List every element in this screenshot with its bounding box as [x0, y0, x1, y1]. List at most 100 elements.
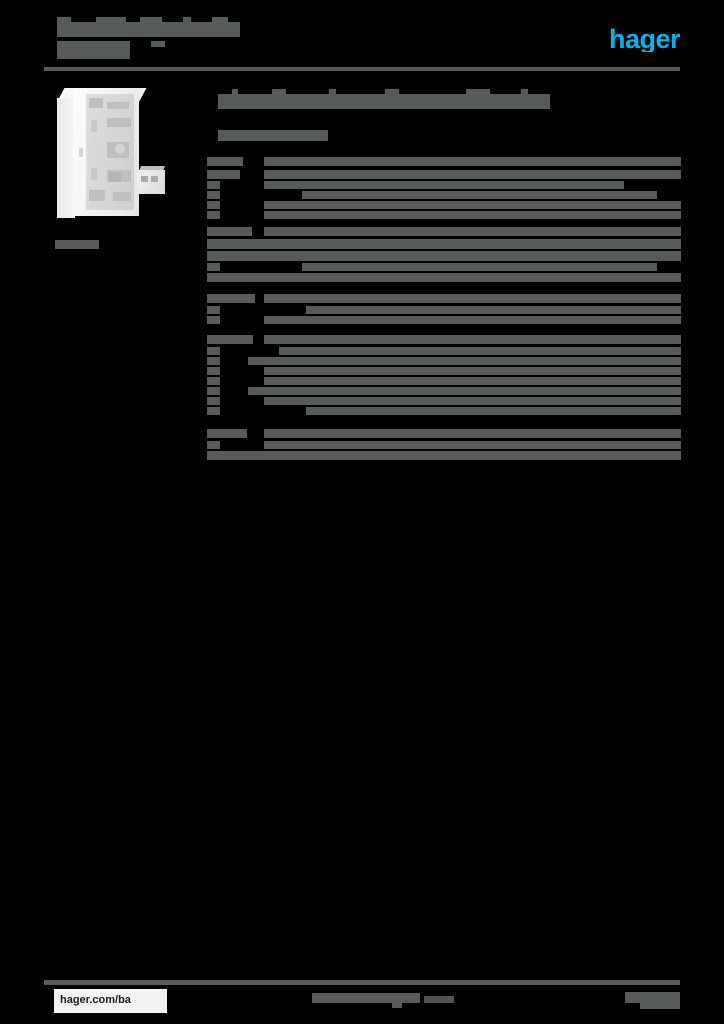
header-divider: [44, 67, 680, 71]
din-rail-3: [107, 118, 131, 127]
knockout-1: [115, 144, 125, 154]
spec-row-value: [306, 407, 681, 415]
spec-row-value: [207, 239, 681, 249]
spec-row-value: [207, 273, 681, 282]
page-title-ascender-2: [272, 89, 286, 94]
page-title: [218, 94, 550, 109]
spec-row-value: [264, 367, 681, 375]
spec-row: [207, 335, 681, 344]
page-header: hager: [0, 0, 724, 78]
spec-row-label: [207, 181, 220, 189]
spec-row-value: [279, 347, 681, 355]
spec-group: [207, 429, 681, 460]
spec-row-label: [207, 357, 220, 365]
page-subtitle: [218, 130, 328, 141]
spec-row-value: [207, 251, 681, 261]
page-title-ascender-3: [329, 89, 336, 94]
spec-row-label: [207, 294, 255, 303]
spec-row-value: [302, 191, 657, 199]
spec-row: [207, 251, 681, 261]
spec-row: [207, 170, 681, 179]
spec-row-value: [264, 157, 681, 166]
footer-right-text: [625, 992, 680, 1003]
spec-row-label: [207, 170, 240, 179]
header-title-ascender-3: [140, 17, 162, 22]
enclosure-side-face: [57, 98, 75, 218]
header-title-ascender-1: [57, 17, 71, 22]
header-title-ascender-4: [183, 17, 191, 22]
spec-row-value: [264, 201, 681, 209]
spec-row: [207, 429, 681, 438]
page-title-ascender-5: [466, 89, 490, 94]
spec-row-label: [207, 407, 220, 415]
din-rail-2: [107, 102, 129, 109]
accessory-body: [137, 170, 165, 194]
spec-row: [207, 306, 681, 314]
header-title-line-2-tail: [151, 41, 165, 47]
spec-row: [207, 441, 681, 449]
spec-group: [207, 157, 681, 219]
spec-row: [207, 157, 681, 166]
footer-center-text-tail: [424, 996, 454, 1003]
spec-row-label: [207, 227, 252, 236]
spec-row-value: [264, 211, 681, 219]
spec-row: [207, 347, 681, 355]
spec-row-label: [207, 211, 220, 219]
footer-center-text: [312, 993, 420, 1003]
spec-row: [207, 367, 681, 375]
spec-row: [207, 239, 681, 249]
spec-row-value: [264, 181, 624, 189]
spec-row: [207, 181, 681, 189]
spec-row-label: [207, 397, 220, 405]
footer-divider: [44, 980, 680, 985]
accessory-contact-2: [151, 176, 158, 182]
product-photo-icon: [55, 84, 170, 234]
header-title-ascender-2: [96, 17, 126, 22]
footer-url-box[interactable]: hager.com/ba: [54, 989, 167, 1013]
spec-row-label: [207, 201, 220, 209]
spec-row-label: [207, 387, 220, 395]
spec-row-value: [264, 170, 681, 179]
spec-row: [207, 191, 681, 199]
spec-row-value: [264, 227, 681, 236]
spec-row-label: [207, 441, 220, 449]
spec-row: [207, 201, 681, 209]
spec-row-label: [207, 335, 253, 344]
spec-group: [207, 294, 681, 324]
spec-row: [207, 316, 681, 324]
spec-row: [207, 377, 681, 385]
spec-row-label: [207, 306, 220, 314]
spec-row-value: [264, 397, 681, 405]
spec-row-label: [207, 377, 220, 385]
spec-row-label: [207, 367, 220, 375]
spec-row: [207, 397, 681, 405]
spec-row: [207, 263, 681, 271]
spec-row-label: [207, 429, 247, 438]
spec-row: [207, 294, 681, 303]
terminal-block: [109, 172, 121, 182]
header-title-line-1: [57, 22, 240, 37]
spec-row: [207, 227, 681, 236]
spec-row-value: [264, 429, 681, 438]
spec-row-label: [207, 263, 220, 271]
spec-row-label: [207, 191, 220, 199]
footer-center-descender: [392, 1003, 402, 1008]
spec-row: [207, 451, 681, 460]
spec-row-label: [207, 347, 220, 355]
product-figure: [55, 84, 170, 234]
spec-row: [207, 357, 681, 365]
spec-group: [207, 335, 681, 415]
page-title-ascender-6: [521, 89, 528, 94]
product-caption: [55, 240, 99, 249]
header-title-ascender-5: [212, 17, 228, 22]
footer-url-label[interactable]: hager.com/ba: [60, 994, 131, 1006]
spec-row: [207, 387, 681, 395]
spec-row-label: [207, 316, 220, 324]
page-title-ascender-4: [385, 89, 399, 94]
spec-row-value: [264, 335, 681, 344]
page-footer: [0, 975, 724, 1024]
footer-right-text-line2: [640, 1003, 680, 1009]
din-rail-6: [89, 190, 105, 201]
spec-row-value: [306, 306, 681, 314]
specification-table: [207, 157, 681, 460]
